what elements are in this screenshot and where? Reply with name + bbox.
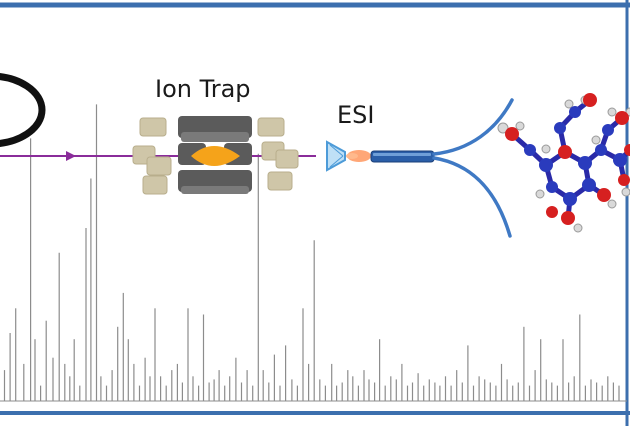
oligosaccharide-molecule-icon [497,93,630,233]
ion-cloud [191,146,240,166]
esi-capillary [370,150,435,163]
orbit-ring-icon [0,73,46,147]
esi-label: ESI [337,101,374,129]
ion-trap-icon [132,116,299,195]
esi-emitter-icon [326,140,346,172]
ion-trap-label: Ion Trap [155,75,251,103]
mass-spectrum [0,104,627,402]
spray-plume [346,150,371,162]
solution-plume [432,98,514,238]
beam-arrowhead-icon [66,151,76,161]
